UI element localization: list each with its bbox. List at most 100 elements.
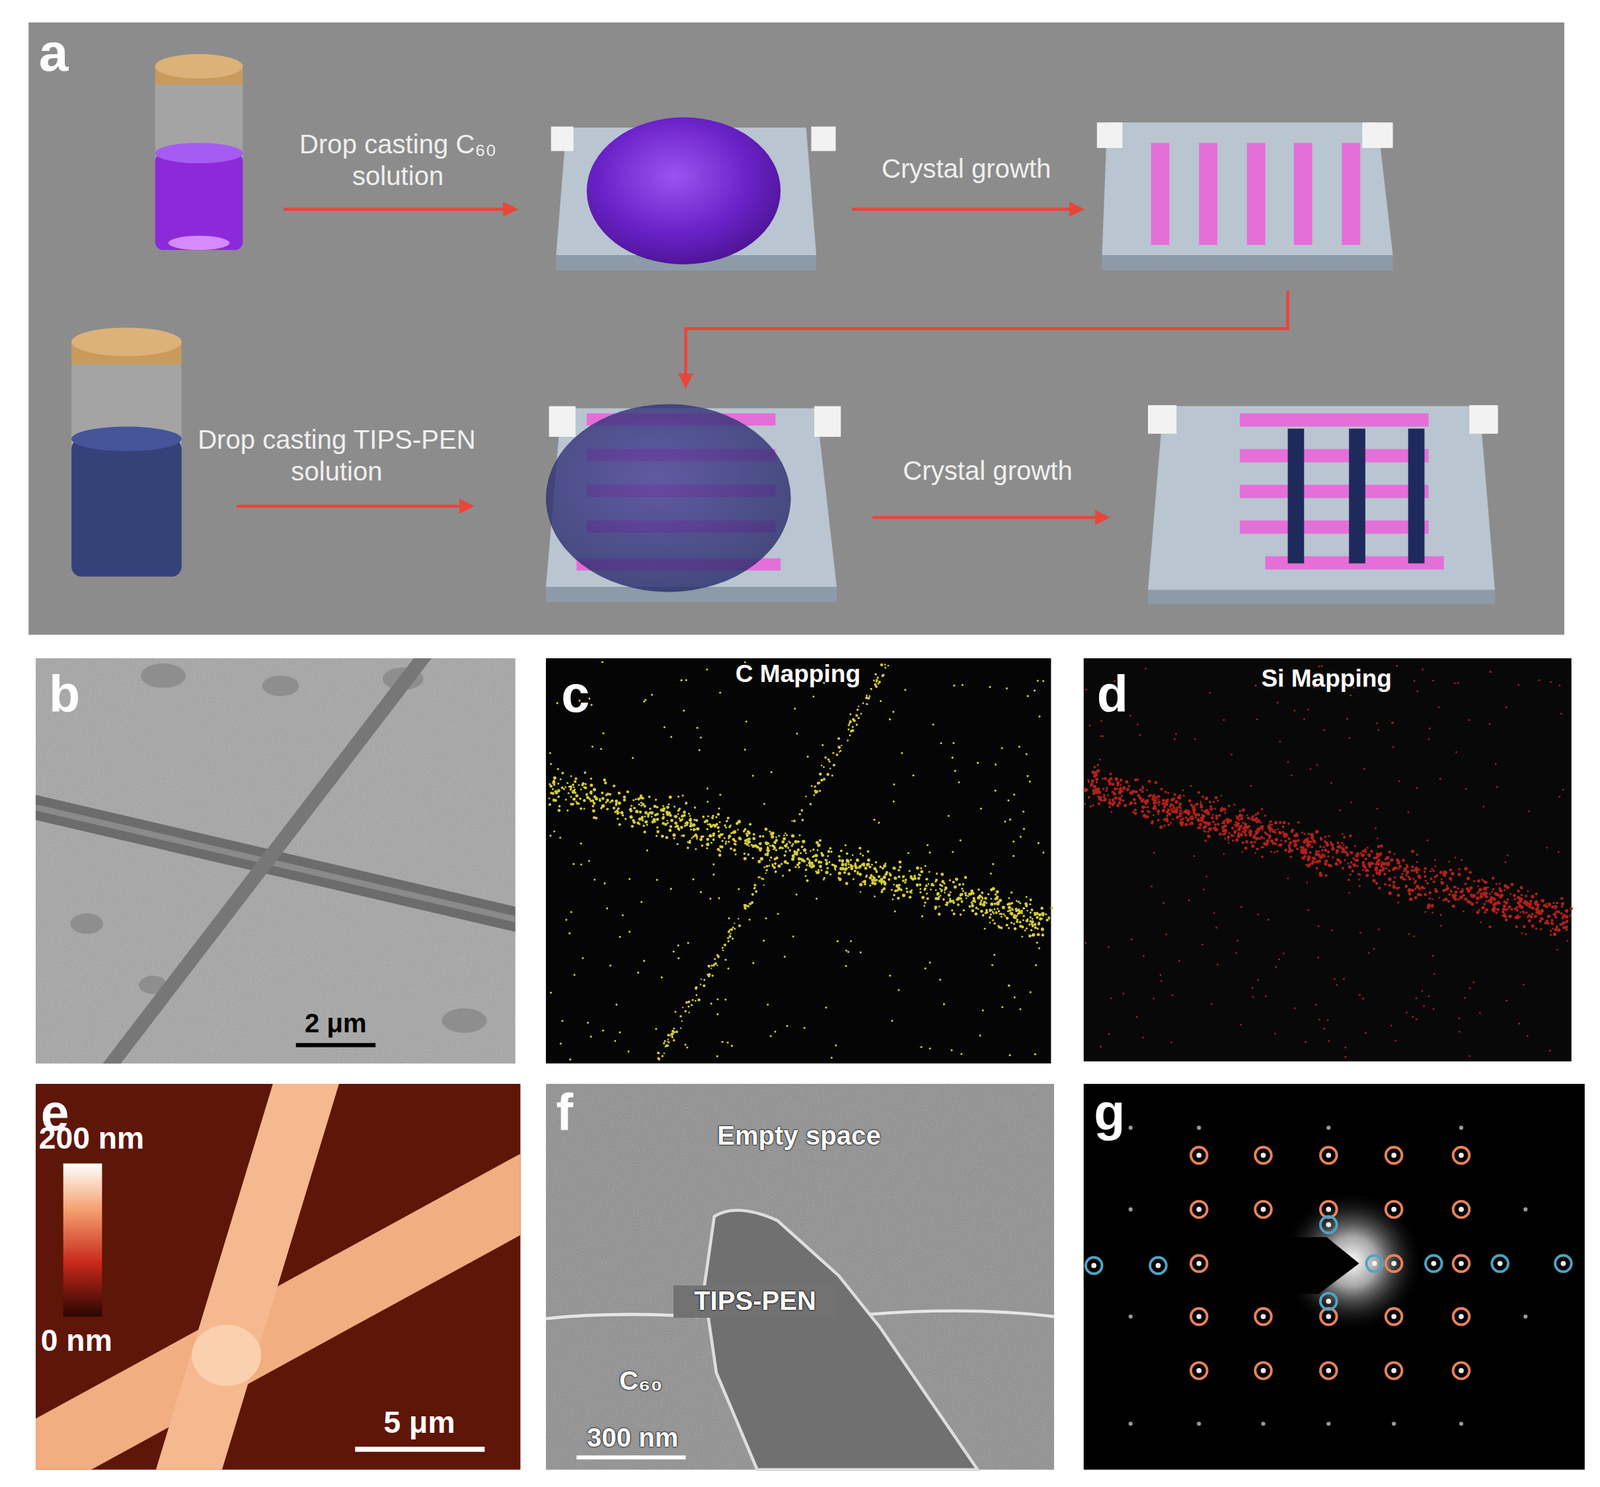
map-dot <box>1488 925 1491 929</box>
map-dot <box>887 878 891 881</box>
map-dot <box>628 877 631 880</box>
map-dot <box>1508 914 1512 918</box>
map-dot <box>1569 914 1572 917</box>
map-dot <box>745 720 748 723</box>
map-dot <box>751 892 755 896</box>
map-dot <box>1475 901 1479 905</box>
map-dot <box>924 865 927 868</box>
map-dot <box>718 853 722 858</box>
map-dot <box>834 865 838 869</box>
map-dot <box>601 804 605 808</box>
map-dot <box>766 847 770 850</box>
map-dot <box>1036 933 1041 937</box>
map-dot <box>1498 882 1501 885</box>
map-dot <box>1295 847 1299 851</box>
map-dot <box>837 737 840 741</box>
map-dot <box>660 834 665 839</box>
map-dot <box>1442 888 1447 893</box>
map-dot <box>733 927 736 930</box>
map-dot <box>1410 888 1415 893</box>
map-dot <box>1018 745 1021 748</box>
map-dot <box>855 723 858 726</box>
map-dot <box>1434 865 1437 868</box>
map-dot <box>873 883 876 886</box>
map-dot <box>847 951 850 953</box>
map-dot <box>888 974 891 977</box>
map-dot <box>801 839 805 844</box>
map-dot <box>748 837 751 840</box>
map-dot <box>656 817 660 821</box>
map-dot <box>733 842 737 846</box>
map-dot <box>1260 855 1264 859</box>
map-dot <box>1159 825 1163 829</box>
map-dot <box>972 899 976 903</box>
map-dot <box>1280 839 1283 842</box>
map-dot <box>1004 914 1007 917</box>
map-dot <box>656 826 659 829</box>
map-dot <box>1431 898 1434 901</box>
map-dot <box>1022 919 1025 922</box>
map-dot <box>845 881 849 885</box>
map-dot <box>670 818 674 823</box>
map-dot <box>849 713 852 716</box>
map-dot <box>995 911 998 915</box>
map-dot <box>1026 910 1029 913</box>
map-dot <box>1214 823 1217 827</box>
map-dot <box>631 824 634 828</box>
map-dot <box>590 1035 593 1038</box>
map-dot <box>813 785 816 788</box>
map-dot <box>892 883 895 886</box>
map-dot <box>687 812 690 815</box>
map-dot <box>856 708 860 712</box>
map-dot <box>814 791 818 794</box>
map-dot <box>988 685 991 688</box>
map-dot <box>783 859 788 864</box>
map-dot <box>1092 791 1096 796</box>
map-dot <box>843 867 848 871</box>
map-dot <box>686 846 690 850</box>
map-dot <box>733 922 735 924</box>
map-dot <box>1114 777 1119 782</box>
map-dot <box>1029 911 1032 914</box>
map-dot <box>630 804 633 807</box>
map-dot <box>876 676 879 679</box>
map-dot <box>1530 906 1534 910</box>
map-dot <box>1351 869 1355 873</box>
map-dot <box>670 1032 674 1035</box>
map-dot <box>727 917 730 920</box>
map-dot <box>980 891 984 895</box>
map-dot <box>828 760 831 763</box>
map-dot <box>1003 913 1006 916</box>
map-dot <box>1038 715 1041 718</box>
map-dot <box>737 888 740 891</box>
map-dot <box>752 857 755 860</box>
map-dot <box>737 917 739 920</box>
map-dot <box>1350 861 1353 864</box>
map-dot <box>785 834 788 837</box>
map-dot <box>907 851 910 854</box>
map-dot <box>1028 780 1031 783</box>
map-dot <box>678 817 681 820</box>
map-dot <box>1410 869 1413 872</box>
map-dot <box>1261 828 1264 831</box>
map-dot <box>793 850 796 854</box>
map-dot <box>1206 834 1211 839</box>
map-dot <box>699 736 702 739</box>
map-dot <box>635 798 638 801</box>
map-dot <box>982 902 986 907</box>
map-dot <box>723 836 726 839</box>
map-dot <box>928 871 931 874</box>
map-dot <box>1438 896 1441 899</box>
map-dot <box>756 845 760 849</box>
map-dot <box>697 998 700 1002</box>
silicon-map-dots <box>1083 664 1573 1058</box>
map-dot <box>845 852 849 856</box>
map-dot <box>962 882 965 886</box>
map-dot <box>959 839 962 842</box>
map-dot <box>766 1003 769 1006</box>
map-dot <box>847 728 850 731</box>
map-dot <box>986 902 989 905</box>
map-dot <box>806 864 809 867</box>
map-dot <box>1324 836 1328 839</box>
map-dot <box>896 896 900 900</box>
